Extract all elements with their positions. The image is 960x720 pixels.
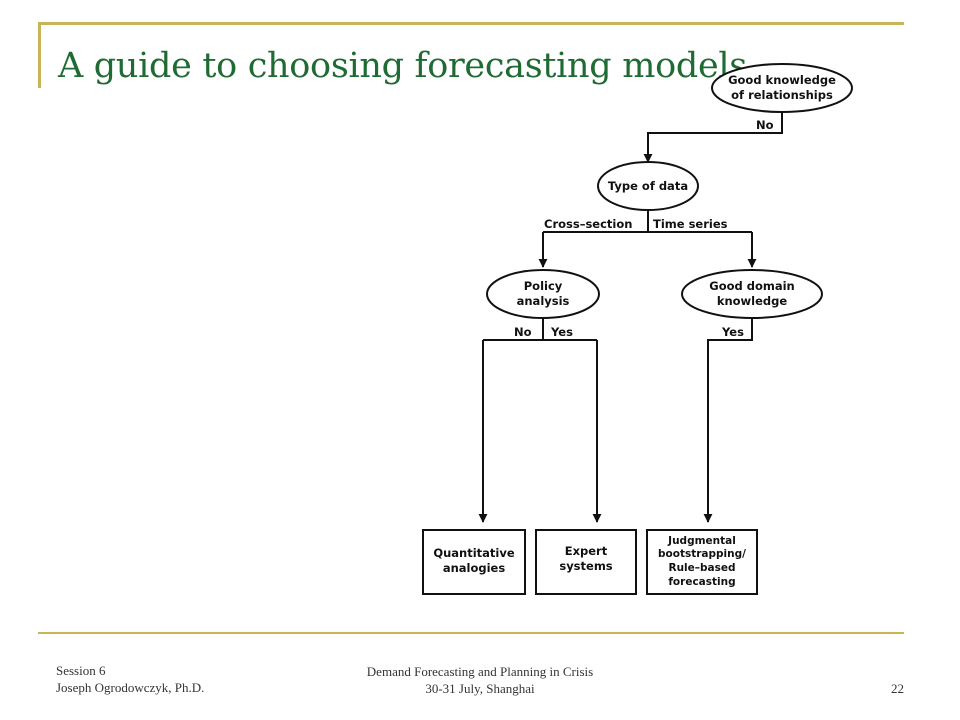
node-label: Expert <box>565 544 608 558</box>
node-label: Rule–based <box>668 562 735 574</box>
footer-session: Session 6 <box>56 663 106 678</box>
slide-title: A guide to choosing forecasting models <box>58 46 747 86</box>
node-label: Quantitative <box>433 546 515 560</box>
edge-label: Yes <box>721 325 744 339</box>
node-policy-analysis <box>486 269 600 319</box>
slide-number: 22 <box>891 681 904 696</box>
edge-domain-yes <box>703 317 753 523</box>
edge-label: No <box>514 325 532 339</box>
node-label: Good domain <box>709 279 794 293</box>
node-label: forecasting <box>668 576 735 588</box>
node-judgmental-bootstrapping <box>646 529 758 595</box>
node-label: Judgmental <box>667 535 736 547</box>
footer-left: Session 6 Joseph Ogrodowczyk, Ph.D. <box>56 662 204 696</box>
footer-dates: 30-31 July, Shanghai <box>425 681 535 696</box>
node-quantitative-analogies <box>422 529 526 595</box>
node-label: Policy <box>524 279 563 293</box>
frame-top-rule <box>38 22 904 25</box>
node-label: analogies <box>443 561 506 575</box>
footer-author: Joseph Ogrodowczyk, Ph.D. <box>56 680 205 695</box>
footer-course: Demand Forecasting and Planning in Crisi… <box>366 664 594 679</box>
node-label: Good knowledge <box>728 73 836 87</box>
edge-label: No <box>756 118 774 132</box>
edge-relationships-no <box>643 112 783 163</box>
node-label: Type of data <box>608 179 688 193</box>
node-expert-systems <box>535 529 637 595</box>
node-good-domain-knowledge <box>681 269 823 319</box>
edge-label: Cross–section <box>544 217 632 231</box>
node-label: analysis <box>517 294 570 308</box>
footer-rule <box>38 632 904 634</box>
node-label: systems <box>559 559 612 573</box>
node-label: bootstrapping/ <box>658 548 746 560</box>
footer-center: Demand Forecasting and Planning in Crisi… <box>320 663 640 697</box>
node-label: of relationships <box>731 88 833 102</box>
edge-label: Yes <box>550 325 573 339</box>
frame-left-rule <box>38 22 41 88</box>
edge-label: Time series <box>653 217 728 231</box>
node-type-of-data <box>597 161 699 211</box>
node-label: knowledge <box>717 294 788 308</box>
node-good-knowledge-relationships <box>711 63 853 113</box>
